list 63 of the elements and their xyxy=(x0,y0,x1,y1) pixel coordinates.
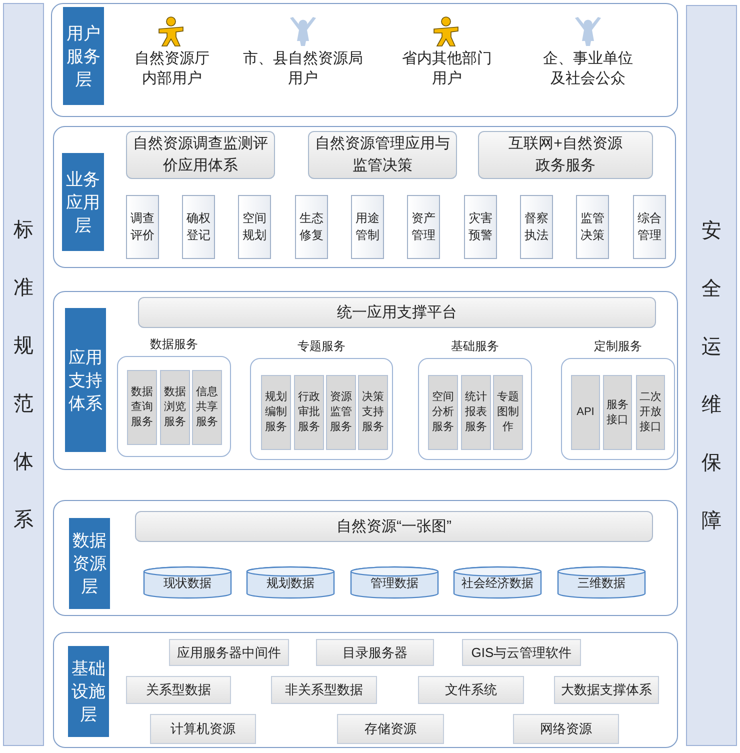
function-box: 生态修复 xyxy=(295,195,328,259)
service-box: 统计报表服务 xyxy=(461,375,491,450)
layer-tag: 应用支持体系 xyxy=(65,308,106,452)
service-box: 服务接口 xyxy=(603,375,632,450)
platform-bar: 自然资源“一张图” xyxy=(135,511,653,542)
service-box: 资源监管服务 xyxy=(326,375,356,450)
layer-tag: 业务应用层 xyxy=(62,153,104,251)
layer-tag: 基础设施层 xyxy=(68,646,109,737)
function-box: 综合管理 xyxy=(633,195,666,259)
category-box: 自然资源管理应用与监管决策 xyxy=(308,131,457,179)
function-box: 督察执法 xyxy=(520,195,553,259)
component-box: 关系型数据 xyxy=(126,676,231,704)
service-box: API xyxy=(571,375,600,450)
component-box: 目录服务器 xyxy=(316,639,434,666)
database-cylinder: 管理数据 xyxy=(350,566,439,599)
component-box: 非关系型数据 xyxy=(271,676,377,704)
user-label: 企、事业单位及社会公众 xyxy=(542,49,634,89)
database-cylinder: 现状数据 xyxy=(143,566,232,599)
function-box: 灾害预警 xyxy=(464,195,497,259)
service-box: 规划编制服务 xyxy=(261,375,291,450)
function-box: 空间规划 xyxy=(238,195,271,259)
database-cylinder: 三维数据 xyxy=(557,566,646,599)
group-heading: 定制服务 xyxy=(593,338,643,354)
function-box: 监管决策 xyxy=(576,195,609,259)
database-cylinder: 社会经济数据 xyxy=(453,566,542,599)
component-box: 应用服务器中间件 xyxy=(169,639,289,666)
component-box: 计算机资源 xyxy=(150,714,256,744)
group-heading: 专题服务 xyxy=(296,338,346,354)
service-box: 信息共享服务 xyxy=(192,370,222,445)
function-box: 资产管理 xyxy=(407,195,440,259)
service-box: 专题图制作 xyxy=(493,375,523,450)
database-cylinder: 规划数据 xyxy=(246,566,335,599)
layer-tag: 用户服务层 xyxy=(63,7,104,105)
layer-panel xyxy=(53,632,678,748)
user-label: 自然资源厅内部用户 xyxy=(134,49,210,89)
service-box: 数据查询服务 xyxy=(127,370,157,445)
layer-panel xyxy=(53,126,676,268)
service-box: 空间分析服务 xyxy=(428,375,458,450)
function-box: 用途管制 xyxy=(351,195,384,259)
service-box: 行政审批服务 xyxy=(294,375,324,450)
group-heading: 数据服务 xyxy=(149,336,199,352)
component-box: 存储资源 xyxy=(337,714,444,744)
vertical-banner: 标准规范体系 xyxy=(3,3,44,746)
service-box: 决策支持服务 xyxy=(358,375,388,450)
component-box: 文件系统 xyxy=(418,676,524,704)
function-box: 调查评价 xyxy=(126,195,159,259)
component-box: GIS与云管理软件 xyxy=(462,639,581,666)
vertical-banner: 安全运维保障 xyxy=(686,5,737,746)
service-box: 二次开放接口 xyxy=(636,375,665,450)
layer-tag: 数据资源层 xyxy=(69,518,110,609)
component-box: 网络资源 xyxy=(513,714,619,744)
category-box: 互联网+自然资源政务服务 xyxy=(478,131,653,179)
layer-panel xyxy=(53,291,678,470)
user-label: 省内其他部门用户 xyxy=(401,49,493,89)
group-heading: 基础服务 xyxy=(450,338,500,354)
service-box: 数据浏览服务 xyxy=(160,370,190,445)
user-label: 市、县自然资源局用户 xyxy=(242,49,364,89)
function-box: 确权登记 xyxy=(182,195,215,259)
layer-panel xyxy=(51,3,678,117)
layer-panel xyxy=(53,500,678,616)
component-box: 大数据支撑体系 xyxy=(554,676,659,704)
category-box: 自然资源调查监测评价应用体系 xyxy=(126,131,275,179)
platform-bar: 统一应用支撑平台 xyxy=(138,297,656,328)
